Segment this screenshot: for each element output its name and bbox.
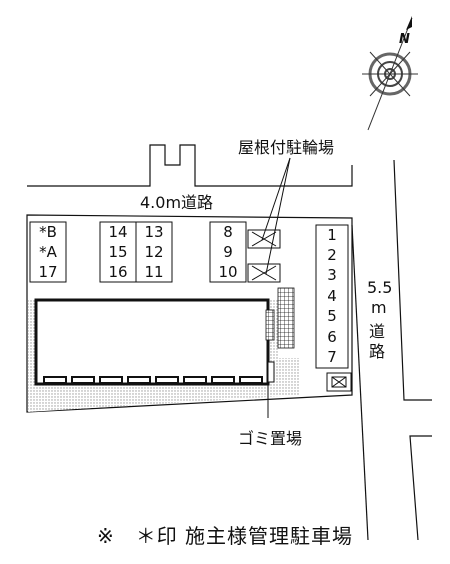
bicycle-pointers [261, 157, 291, 275]
parking-frames [29, 221, 349, 369]
door-mark [267, 361, 275, 383]
east-road-width-label: 5.5 [367, 278, 393, 297]
building-balcony-notches [43, 376, 263, 384]
east-road-kanji-1: 道 [369, 322, 386, 341]
parking-space-4: 4 [327, 286, 337, 305]
parking-space-star-a: *A [39, 242, 57, 261]
building-outline [34, 298, 270, 386]
parking-space-13: 13 [144, 222, 164, 241]
parking-space-5: 5 [327, 306, 337, 325]
parking-space-10: 10 [218, 262, 238, 281]
lot-boundary [26, 214, 353, 413]
north-road-label: 4.0m道路 [140, 193, 214, 212]
east-road-unit-label: m [371, 298, 387, 317]
east-road-right [393, 159, 432, 541]
parking-space-7: 7 [327, 347, 337, 366]
parking-space-17: 17 [38, 262, 58, 281]
compass-rose-icon [362, 16, 418, 131]
parking-space-star-b: *B [39, 222, 57, 241]
parking-space-8: 8 [223, 222, 233, 241]
bicycle-racks [247, 229, 281, 283]
parking-space-3: 3 [327, 265, 337, 284]
garbage-cross-icon [331, 376, 347, 388]
north-road-outline [27, 144, 353, 187]
parking-space-16: 16 [108, 262, 128, 281]
footnote: ※ ＊印 施主様管理駐車場 [96, 524, 354, 548]
stair [265, 309, 275, 341]
east-road-kanji-2: 路 [369, 342, 386, 361]
garbage-label: ゴミ置場 [238, 429, 303, 448]
parking-space-9: 9 [223, 242, 233, 261]
parking-space-12: 12 [144, 242, 164, 261]
hatched-walkway [277, 287, 295, 349]
compass-north-letter: N [399, 32, 410, 47]
parking-space-2: 2 [327, 245, 337, 264]
parking-space-11: 11 [144, 262, 164, 281]
parking-space-14: 14 [108, 222, 128, 241]
parking-space-15: 15 [108, 242, 128, 261]
east-road-left [351, 224, 369, 541]
parking-space-1: 1 [327, 225, 337, 244]
parking-space-6: 6 [327, 327, 337, 346]
bicycle-parking-label: 屋根付駐輪場 [238, 138, 335, 157]
